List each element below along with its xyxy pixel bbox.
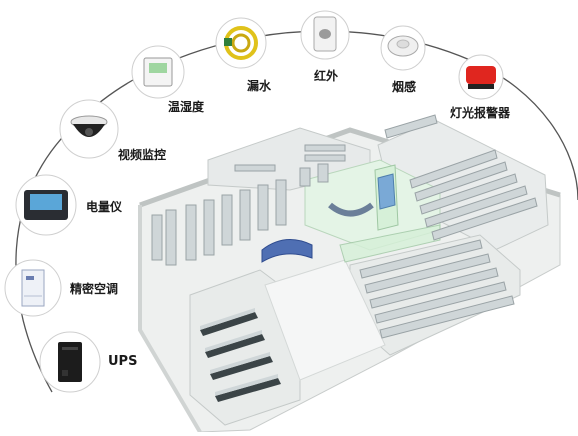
label-smoke: 烟感 [392,80,417,94]
power-meter-node[interactable] [15,174,77,236]
temp-humidity-node[interactable] [131,45,185,99]
label-temp-humidity: 温湿度 [168,100,205,114]
ups-cabinet-icon [58,342,82,382]
label-strobe-alarm: 灯光报警器 [450,106,511,120]
control-desk [328,202,374,217]
temp-humidity-sensor-icon [143,57,173,87]
leak-node[interactable] [215,17,267,69]
rack-group-right [384,114,538,241]
label-power-meter: 电量仪 [86,200,123,214]
strobe-alarm-icon [466,66,496,89]
rack-group-left [151,179,287,266]
label-water-leak: 漏水 [247,79,272,93]
infrared-node[interactable] [300,10,350,60]
water-leak-cable-icon [224,26,258,60]
label-infrared: 红外 [314,69,339,83]
infrared-detector-icon [313,16,337,52]
rack-group-upper [234,144,346,187]
floor-plan [138,114,561,434]
dome-camera-icon [70,115,108,137]
video-wall [377,173,396,210]
smoke-node[interactable] [380,25,426,71]
ups-node[interactable] [39,331,101,393]
power-meter-icon [24,190,68,220]
rack-group-lower-left [200,308,281,402]
precision-ac-icon [21,269,45,307]
smoke-detector-icon [387,35,419,57]
alarm-node[interactable] [458,54,504,100]
ac-node[interactable] [4,259,62,317]
label-video-surveillance: 视频监控 [118,148,167,162]
camera-node[interactable] [59,99,119,159]
label-precision-ac: 精密空调 [70,282,119,296]
label-ups: UPS [108,354,138,369]
rack-group-lower-right [359,239,515,339]
